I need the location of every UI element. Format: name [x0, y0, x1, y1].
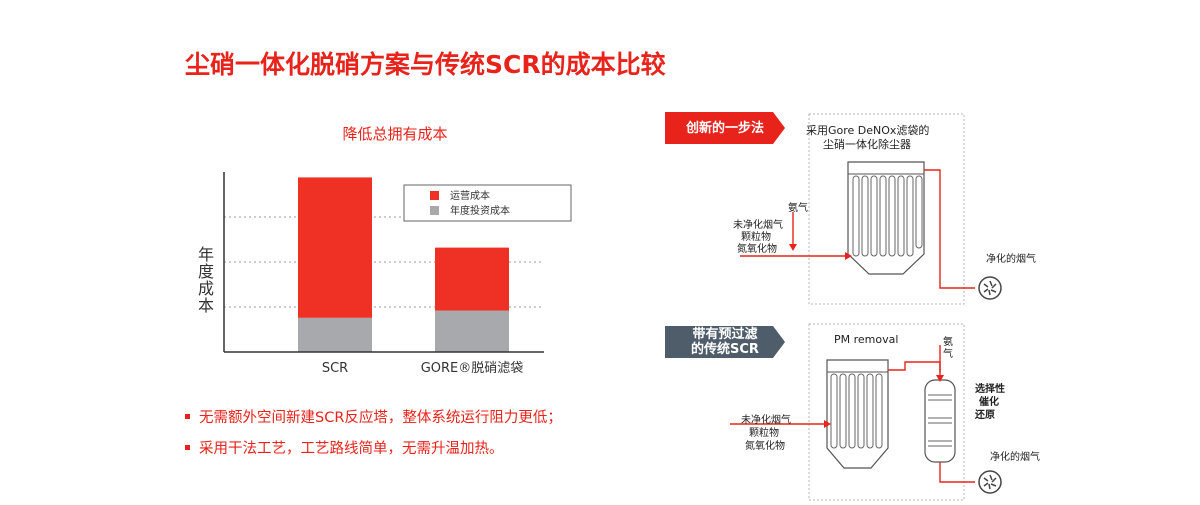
top-inlet-label-2: 颗粒物 [741, 232, 771, 243]
y-axis-label-char: 年 [197, 245, 214, 264]
top-box-title-2: 尘硝一体化除尘器 [823, 138, 911, 151]
top-process-diagram [740, 113, 1002, 305]
benefit-text: 采用干法工艺，工艺路线简单，无需升温加热。 [199, 441, 504, 457]
scr-label-3: 还原 [975, 410, 995, 421]
scr-label-2: 催化 [979, 397, 999, 408]
bullet-icon [185, 444, 190, 450]
bottom-inlet-label-3: 氮氧化物 [745, 441, 785, 452]
bar-investment-cost [435, 310, 509, 352]
chart-axes: SCR GORE®脱硝滤袋 [223, 172, 544, 376]
y-axis-label-char: 成 [197, 279, 214, 298]
bullet-icon [185, 413, 190, 419]
bottom-flue-gas-flow [730, 345, 975, 483]
bar-operating-cost [435, 247, 509, 311]
ammonia-arrow-icon [789, 244, 797, 251]
chart-y-axis-label: 年度成本 [194, 246, 218, 314]
innovative-method-tag: 创新的一步法 [665, 112, 785, 144]
benefit-text: 无需额外空间新建SCR反应塔，整体系统运行阻力更低； [199, 410, 562, 426]
x-tick-label: SCR [322, 361, 348, 376]
chart-title: 降低总拥有成本 [342, 125, 448, 143]
top-diagram-frame [808, 113, 965, 305]
bar-operating-cost [298, 177, 372, 318]
bottom-process-diagram [730, 323, 1002, 501]
bottom-ammonia-label: 氨气 [943, 337, 953, 360]
top-ammonia-label: 氨气 [788, 203, 808, 214]
bottom-inlet-label-1: 未净化烟气 [741, 415, 791, 426]
traditional-scr-tag-line2: 的传统SCR [691, 342, 759, 357]
fan-icon [978, 276, 1002, 300]
legend-label: 运营成本 [450, 189, 490, 202]
top-box-title-1: 采用Gore DeNOx滤袋的 [806, 124, 930, 137]
bottom-outlet-label: 净化的烟气 [990, 452, 1040, 463]
legend-swatch [430, 191, 439, 200]
legend-label: 年度投资成本 [450, 204, 510, 217]
scr-label-1: 选择性 [975, 384, 1005, 395]
traditional-scr-tag: 带有预过滤的传统SCR [665, 326, 785, 358]
benefit-list: 无需额外空间新建SCR反应塔，整体系统运行阻力更低； 采用干法工艺，工艺路线简单… [185, 406, 562, 468]
legend-swatch [430, 206, 439, 215]
inlet-arrow-icon [845, 252, 852, 260]
catalyst-layers [928, 394, 952, 447]
benefit-item: 采用干法工艺，工艺路线简单，无需升温加热。 [185, 437, 562, 458]
flue-gas-flow [740, 169, 975, 289]
pm-filter-bags [830, 373, 883, 449]
bar-investment-cost [298, 317, 372, 352]
bottom-ammonia-arrow-icon [936, 375, 944, 382]
top-inlet-label-3: 氮氧化物 [737, 244, 777, 255]
top-inlet-label-1: 未净化烟气 [733, 220, 783, 231]
filter-bags [852, 175, 923, 257]
bottom-inlet-label-2: 颗粒物 [749, 428, 779, 439]
bottom-diagram-frame [808, 323, 965, 501]
y-axis-label-char: 度 [197, 262, 214, 281]
x-tick-label: GORE®脱硝滤袋 [421, 361, 524, 376]
scr-reactor [924, 379, 956, 463]
y-axis-label-char: 本 [197, 296, 214, 315]
chart-bars [298, 177, 509, 352]
page-title: 尘硝一体化脱硝方案与传统SCR的成本比较 [185, 50, 666, 79]
benefit-item: 无需额外空间新建SCR反应塔，整体系统运行阻力更低； [185, 406, 562, 427]
pm-removal-label: PM removal [834, 333, 899, 346]
bottom-inlet-arrow-icon [824, 420, 831, 428]
top-outlet-label: 净化的烟气 [986, 254, 1036, 265]
bottom-fan-icon [978, 470, 1002, 494]
traditional-scr-tag-line1: 带有预过滤 [692, 327, 758, 342]
